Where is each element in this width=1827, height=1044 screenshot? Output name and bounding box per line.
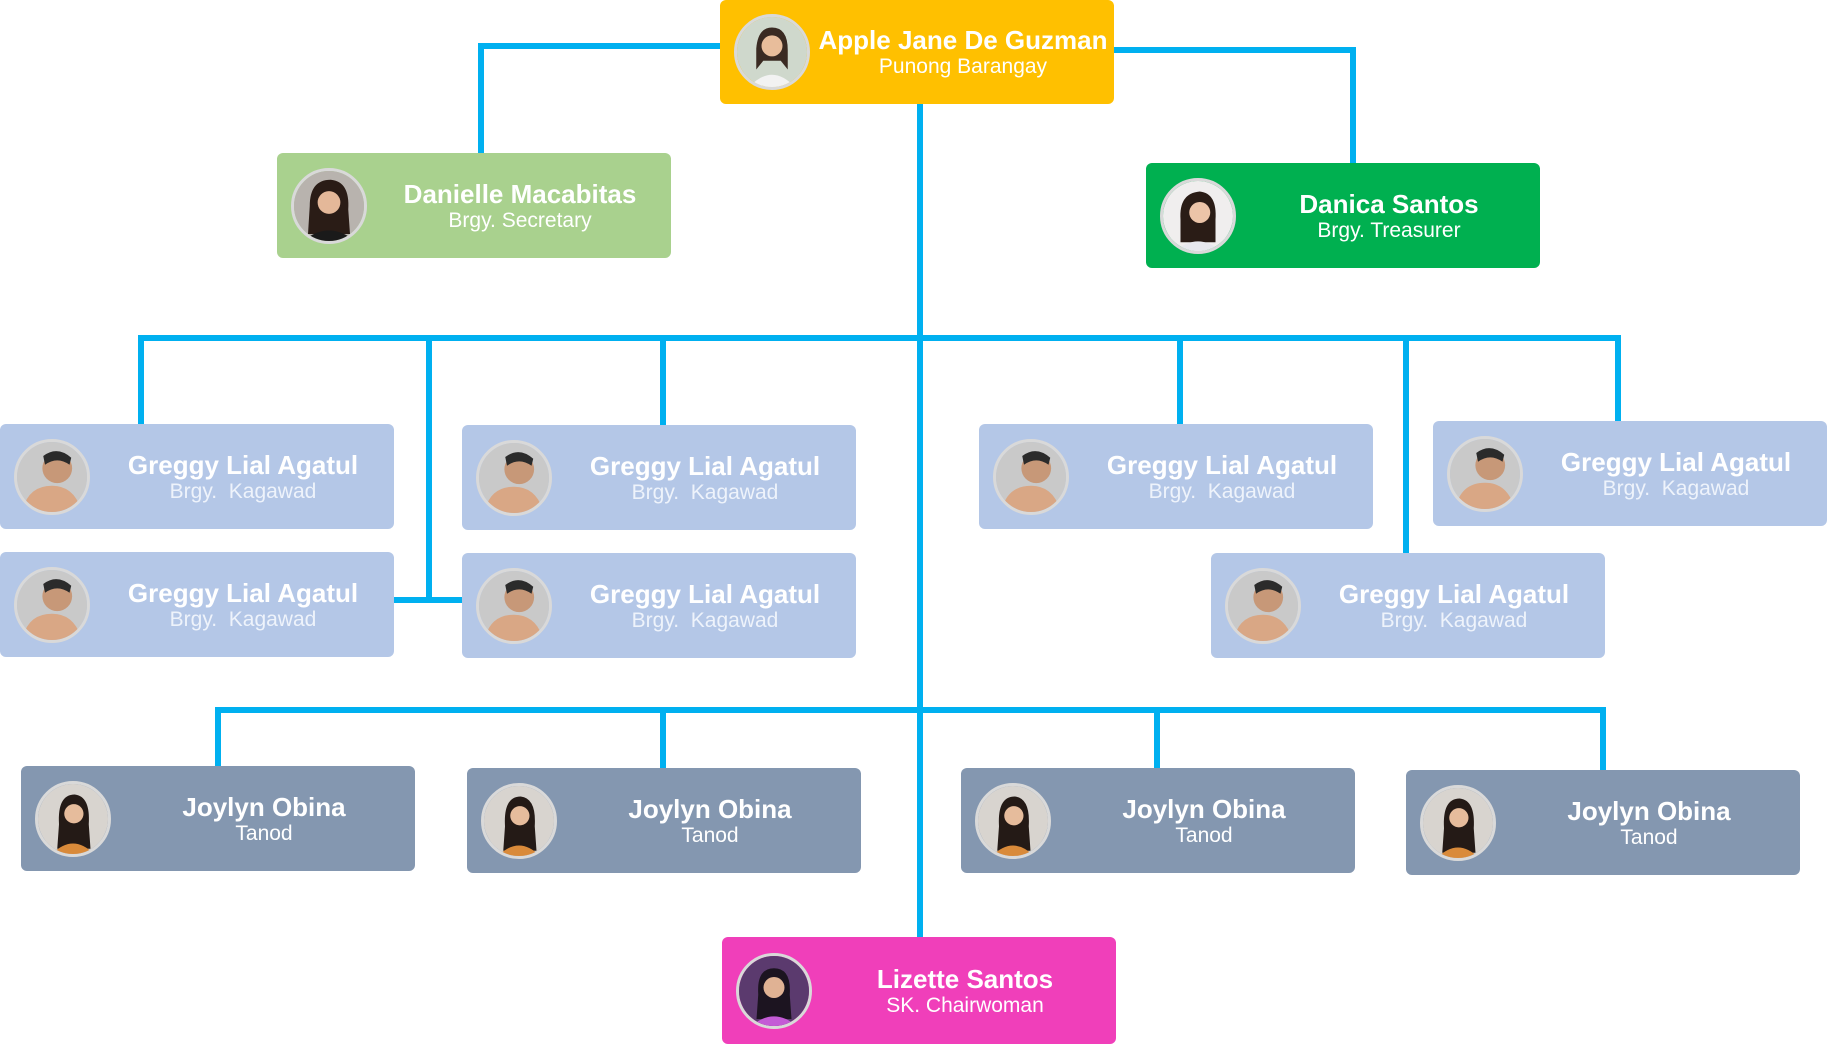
kagawad-name: Greggy Lial Agatul: [1338, 578, 1570, 609]
kagawad-role: Brgy. Kagawad: [1380, 608, 1528, 632]
connector-captain-secretary: [478, 43, 723, 156]
tanod-role: Tanod: [1620, 825, 1678, 849]
kagawad-card-2: Greggy Lial Agatul Brgy. Kagawad: [0, 552, 394, 657]
sk-chair-name: Lizette Santos: [876, 963, 1054, 994]
avatar-photo: [734, 14, 810, 90]
captain-card: Apple Jane De Guzman Punong Barangay: [720, 0, 1114, 104]
tanod-card-4: Joylyn Obina Tanod: [1406, 770, 1800, 875]
avatar-photo: [1225, 567, 1301, 644]
secretary-card: Danielle Macabitas Brgy. Secretary: [277, 153, 671, 258]
sk-chair-card: Lizette Santos SK. Chairwoman: [722, 937, 1116, 1044]
avatar-photo: [481, 782, 557, 859]
kagawad-card-4: Greggy Lial Agatul Brgy. Kagawad: [462, 553, 856, 658]
avatar-photo: [1160, 177, 1236, 254]
kagawad-role: Brgy. Kagawad: [169, 607, 317, 631]
kagawad-card-6: Greggy Lial Agatul Brgy. Kagawad: [1211, 553, 1605, 658]
kagawad-role: Brgy. Kagawad: [631, 608, 779, 632]
avatar-photo: [291, 167, 367, 244]
treasurer-role: Brgy. Treasurer: [1317, 218, 1461, 242]
tanod-name: Joylyn Obina: [182, 791, 346, 822]
kagawad-card-3: Greggy Lial Agatul Brgy. Kagawad: [462, 425, 856, 530]
avatar-photo: [14, 438, 90, 515]
tanod-role: Tanod: [681, 823, 739, 847]
connector-captain-treasurer: [1111, 47, 1356, 166]
tanod-card-1: Joylyn Obina Tanod: [21, 766, 415, 871]
kagawad-card-1: Greggy Lial Agatul Brgy. Kagawad: [0, 424, 394, 529]
kagawad-name: Greggy Lial Agatul: [589, 578, 821, 609]
avatar-photo: [1447, 435, 1523, 512]
avatar-photo: [975, 782, 1051, 859]
tanod-name: Joylyn Obina: [628, 793, 792, 824]
secretary-name: Danielle Macabitas: [403, 178, 637, 209]
kagawad-name: Greggy Lial Agatul: [1560, 446, 1792, 477]
avatar-photo: [736, 952, 812, 1029]
kagawad-card-5: Greggy Lial Agatul Brgy. Kagawad: [979, 424, 1373, 529]
avatar-photo: [476, 567, 552, 644]
tanod-card-2: Joylyn Obina Tanod: [467, 768, 861, 873]
kagawad-name: Greggy Lial Agatul: [589, 450, 821, 481]
treasurer-name: Danica Santos: [1299, 188, 1479, 219]
kagawad-name: Greggy Lial Agatul: [127, 449, 359, 480]
kagawad-card-7: Greggy Lial Agatul Brgy. Kagawad: [1433, 421, 1827, 526]
tanod-name: Joylyn Obina: [1567, 795, 1731, 826]
captain-name: Apple Jane De Guzman: [818, 25, 1108, 55]
kagawad-role: Brgy. Kagawad: [169, 479, 317, 503]
avatar-photo: [35, 780, 111, 857]
kagawad-role: Brgy. Kagawad: [631, 480, 779, 504]
captain-role: Punong Barangay: [878, 55, 1048, 78]
kagawad-name: Greggy Lial Agatul: [127, 577, 359, 608]
kagawad-role: Brgy. Kagawad: [1602, 476, 1750, 500]
kagawad-role: Brgy. Kagawad: [1148, 479, 1296, 503]
tanod-name: Joylyn Obina: [1122, 793, 1286, 824]
avatar-photo: [476, 439, 552, 516]
secretary-role: Brgy. Secretary: [448, 208, 592, 232]
kagawad-name: Greggy Lial Agatul: [1106, 449, 1338, 480]
treasurer-card: Danica Santos Brgy. Treasurer: [1146, 163, 1540, 268]
avatar-photo: [993, 438, 1069, 515]
tanod-card-3: Joylyn Obina Tanod: [961, 768, 1355, 873]
avatar-photo: [1420, 784, 1496, 861]
sk-chair-role: SK. Chairwoman: [886, 993, 1044, 1017]
connector-kagawad-2-4: [390, 335, 465, 603]
avatar-photo: [14, 566, 90, 643]
tanod-role: Tanod: [1175, 823, 1233, 847]
tanod-role: Tanod: [235, 821, 293, 845]
